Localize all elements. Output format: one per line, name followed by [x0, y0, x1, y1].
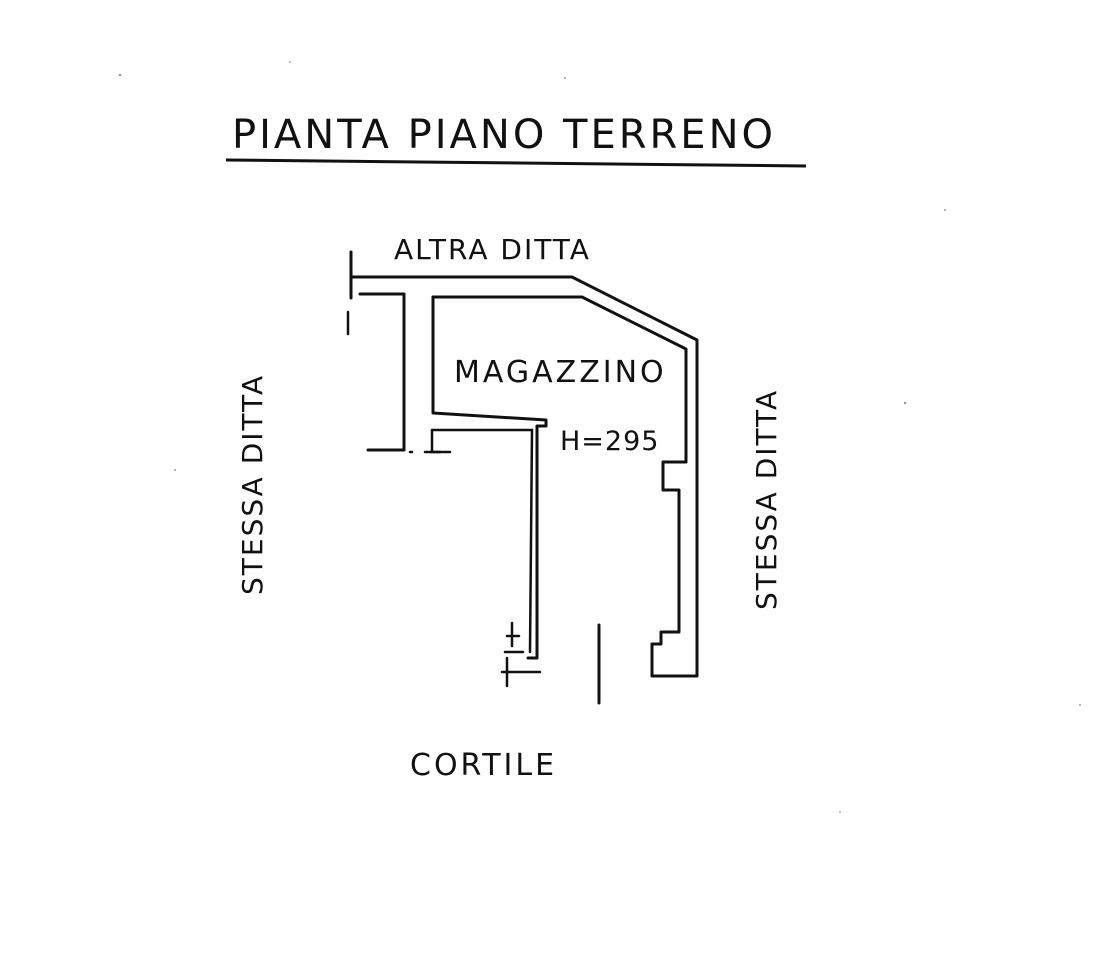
plan-title: PIANTA PIANO TERRENO: [232, 112, 776, 158]
title-underline: [225, 158, 807, 168]
north-neighbour-label: ALTRA DITTA: [394, 233, 591, 266]
magazzino-walls: [423, 295, 688, 660]
room-height-label: H=295: [560, 426, 659, 457]
entrance-markers: [500, 621, 601, 705]
west-neighbour-label: STESSA DITTA: [236, 374, 269, 595]
outer-boundary: [346, 250, 699, 678]
left-wing-wall: [358, 292, 406, 452]
east-wall-pilasters: [650, 460, 692, 678]
courtyard-label: CORTILE: [410, 748, 557, 783]
room-name-label: MAGAZZINO: [454, 355, 667, 390]
paper-specks: [118, 61, 1081, 813]
east-neighbour-label: STESSA DITTA: [750, 389, 783, 610]
